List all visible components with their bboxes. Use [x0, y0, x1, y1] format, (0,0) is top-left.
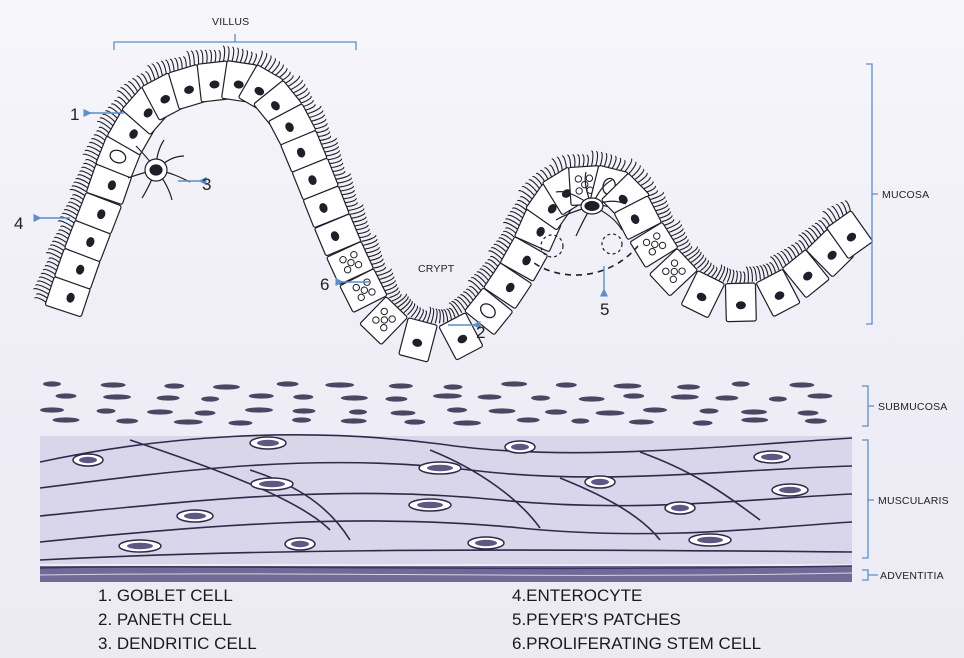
legend-right: 4.ENTEROCYTE 5.PEYER'S PATCHES 6.PROLIFE…	[512, 584, 761, 656]
legend-item-paneth: 2. PANETH CELL	[98, 608, 257, 632]
legend-item-goblet: 1. GOBLET CELL	[98, 584, 257, 608]
submucosa-label: SUBMUCOSA	[878, 401, 947, 413]
callout-5: 5	[600, 300, 609, 319]
callout-3: 3	[202, 175, 211, 194]
callout-4: 4	[14, 214, 23, 233]
mucosa-label: MUCOSA	[882, 189, 929, 201]
legend-item-dendritic: 3. DENDRITIC CELL	[98, 632, 257, 656]
legend-left: 1. GOBLET CELL 2. PANETH CELL 3. DENDRIT…	[98, 584, 257, 656]
callout-6: 6	[320, 275, 329, 294]
muscularis-label: MUSCULARIS	[878, 495, 949, 507]
crypt-label: CRYPT	[418, 263, 455, 275]
epithelial-cells	[45, 61, 873, 362]
legend-item-peyers: 5.PEYER'S PATCHES	[512, 608, 761, 632]
legend-item-enterocyte: 4.ENTEROCYTE	[512, 584, 761, 608]
layer-brackets	[862, 64, 878, 580]
legend-item-stem: 6.PROLIFERATING STEM CELL	[512, 632, 761, 656]
villus-label: VILLUS	[212, 16, 249, 28]
adventitia-layer	[40, 566, 852, 582]
callout-1: 1	[70, 105, 79, 124]
muscularis-layer	[40, 435, 852, 564]
submucosa-layer	[40, 381, 832, 425]
villus-bracket	[114, 34, 356, 50]
adventitia-label: ADVENTITIA	[880, 570, 944, 582]
callout-2: 2	[476, 323, 485, 342]
